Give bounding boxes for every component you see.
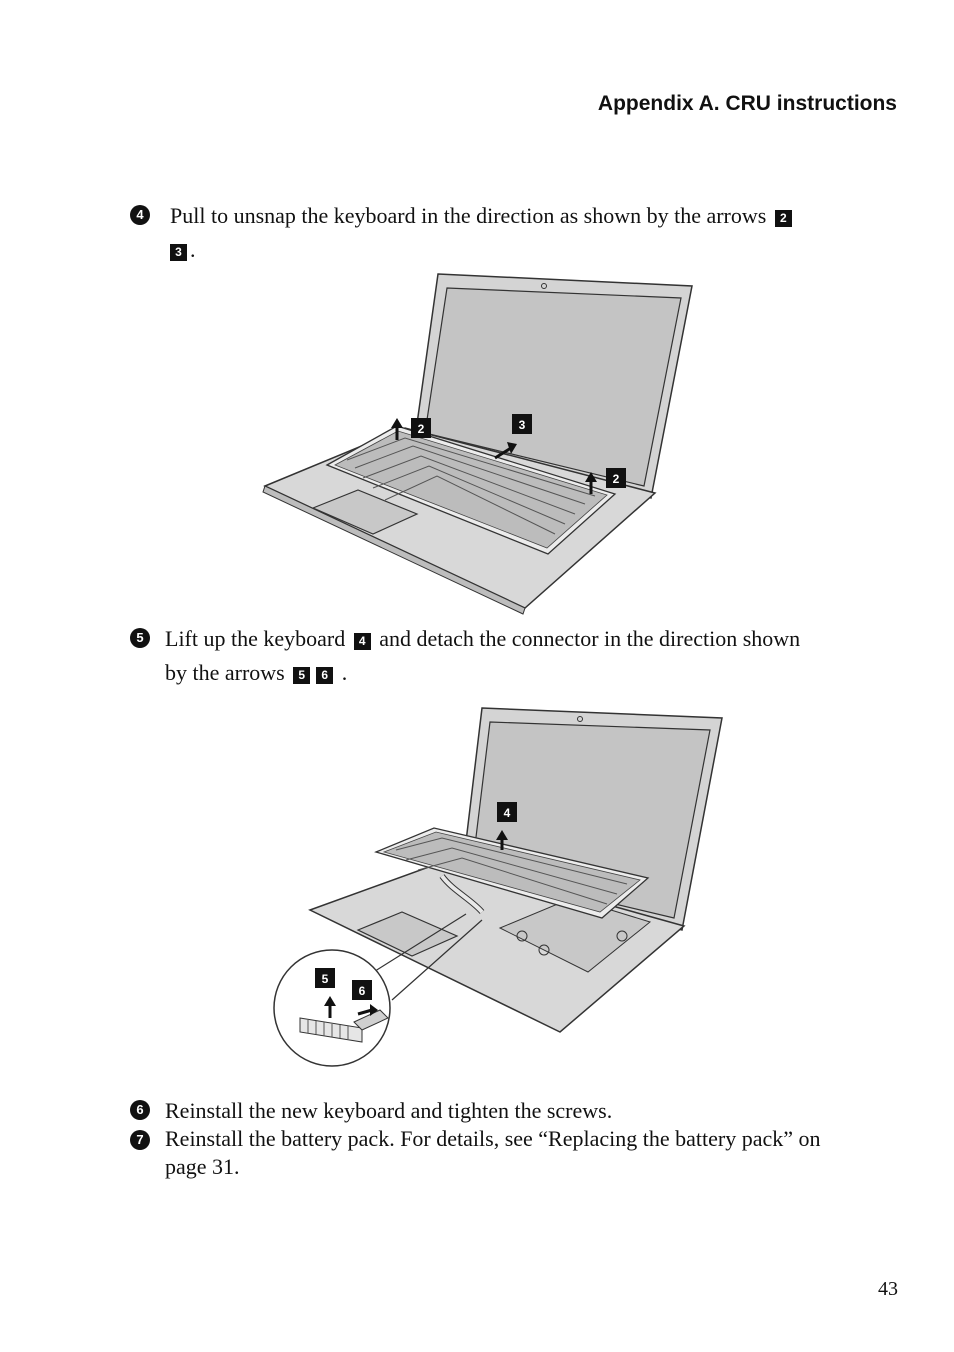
step-7: 7 Reinstall the battery pack. For detail… [130,1125,900,1181]
fig2-callout-6: 6 [359,984,366,998]
step-6-text: Reinstall the new keyboard and tighten t… [165,1098,613,1123]
step-5: 5 Lift up the keyboard 4 and detach the … [130,622,900,690]
step-number-4: 4 [130,205,150,225]
figure-keyboard-lift: 4 5 6 [273,707,723,1067]
step-5-text-a: Lift up the keyboard [165,626,346,651]
fig1-callout-2b: 2 [613,472,620,486]
callout-badge-5: 5 [293,667,311,684]
step-4: 4 Pull to unsnap the keyboard in the dir… [130,199,900,267]
callout-badge-2: 2 [774,210,792,227]
fig2-callout-5: 5 [322,972,329,986]
callout-badge-6: 6 [316,667,334,684]
step-5-text-b: and detach the connector in the directio… [379,626,801,651]
step-number-5: 5 [130,628,150,648]
step-5-text-c: by the arrows [165,660,285,685]
step-7-text-line1: Reinstall the battery pack. For details,… [165,1126,821,1151]
fig2-callout-4: 4 [504,806,511,820]
fig1-callout-2a: 2 [418,422,425,436]
callout-badge-4: 4 [353,633,371,650]
step-7-text-line2: page 31. [165,1154,240,1179]
fig1-callout-3: 3 [519,418,526,432]
callout-badge-3: 3 [170,244,187,261]
step-5-end: . [341,660,348,685]
step-4-text: Pull to unsnap the keyboard in the direc… [170,203,767,228]
step-number-6: 6 [130,1100,150,1120]
page-number: 43 [878,1278,898,1300]
step-6: 6 Reinstall the new keyboard and tighten… [130,1094,900,1128]
figure-keyboard-unsnap: 2 3 2 [262,273,693,615]
step-4-end: . [190,237,196,262]
step-number-7: 7 [130,1130,150,1150]
page-header: Appendix A. CRU instructions [597,92,897,115]
